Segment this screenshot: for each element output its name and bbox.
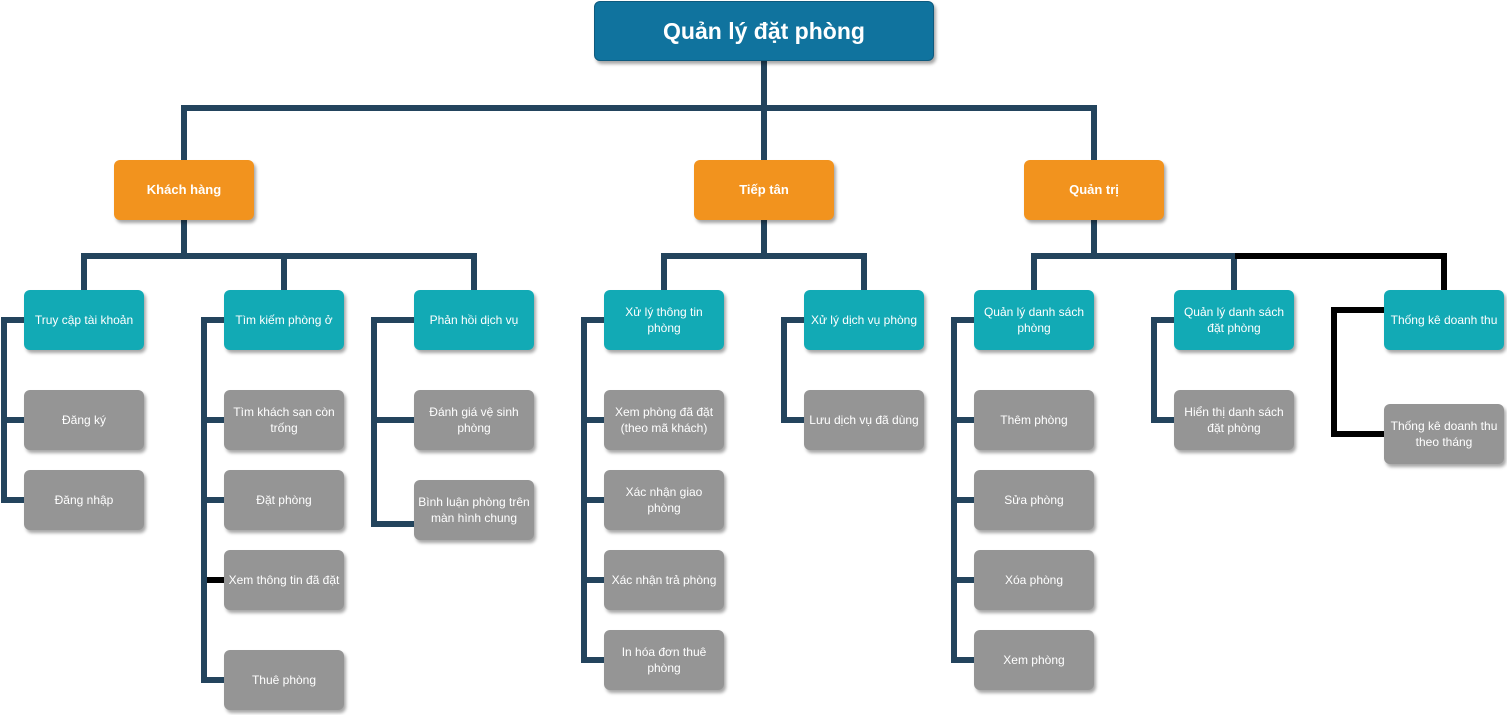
leaf-binh-luan-phong: Bình luận phòng trên màn hình chung [414, 480, 534, 540]
leaf-danh-gia-ve-sinh-phong: Đánh giá vệ sinh phòng [414, 390, 534, 450]
connector-root-to-roles [181, 58, 1097, 163]
leaf-xoa-phong: Xóa phòng [974, 550, 1094, 610]
connector-quan-tri-functions [1031, 217, 1241, 293]
connector-tiep-tan-functions [661, 217, 867, 293]
role-tiep-tan: Tiếp tân [694, 160, 834, 220]
function-truy-cap-tai-khoan: Truy cập tài khoản [24, 290, 144, 350]
leaf-thue-phong: Thuê phòng [224, 650, 344, 710]
function-thong-ke-doanh-thu: Thống kê doanh thu [1384, 290, 1504, 350]
function-xu-ly-thong-tin-phong: Xử lý thông tin phòng [604, 290, 724, 350]
connector-ql-dat-phong-children [1151, 317, 1177, 423]
leaf-xac-nhan-giao-phong: Xác nhận giao phòng [604, 470, 724, 530]
connector-truy-cap-children [1, 317, 27, 503]
role-khach-hang: Khách hàng [114, 160, 254, 220]
leaf-in-hoa-don-thue-phong: In hóa đơn thuê phòng [604, 630, 724, 690]
function-quan-ly-danh-sach-phong: Quản lý danh sách phòng [974, 290, 1094, 350]
leaf-dang-nhap: Đăng nhập [24, 470, 144, 530]
role-quan-tri: Quản trị [1024, 160, 1164, 220]
function-tim-kiem-phong-o: Tìm kiếm phòng ở [224, 290, 344, 350]
connector-phan-hoi-children [371, 317, 417, 527]
leaf-dat-phong: Đặt phòng [224, 470, 344, 530]
leaf-hien-thi-danh-sach-dat-phong: Hiển thị danh sách đặt phòng [1174, 390, 1294, 450]
leaf-xem-thong-tin-da-dat: Xem thông tin đã đặt [224, 550, 344, 610]
connector-xu-ly-dich-vu-children [781, 317, 807, 423]
function-xu-ly-dich-vu-phong: Xử lý dịch vụ phòng [804, 290, 924, 350]
leaf-xem-phong-da-dat: Xem phòng đã đặt (theo mã khách) [604, 390, 724, 450]
function-phan-hoi-dich-vu: Phản hồi dịch vụ [414, 290, 534, 350]
connector-thong-ke-children [1331, 307, 1387, 437]
leaf-luu-dich-vu-da-dung: Lưu dịch vụ đã dùng [804, 390, 924, 450]
connector-xu-ly-thong-tin-children [581, 317, 607, 663]
function-quan-ly-danh-sach-dat-phong: Quản lý danh sách đặt phòng [1174, 290, 1294, 350]
leaf-xem-phong: Xem phòng [974, 630, 1094, 690]
connector-khach-hang-functions [81, 217, 477, 293]
connector-ql-phong-children [951, 317, 977, 663]
leaf-sua-phong: Sửa phòng [974, 470, 1094, 530]
leaf-tim-khach-san-con-trong: Tìm khách sạn còn trống [224, 390, 344, 450]
connector-tim-kiem-children [201, 317, 227, 683]
leaf-xac-nhan-tra-phong: Xác nhận trả phòng [604, 550, 724, 610]
leaf-dang-ky: Đăng ký [24, 390, 144, 450]
leaf-thong-ke-doanh-thu-theo-thang: Thống kê doanh thu theo tháng [1384, 404, 1504, 464]
leaf-them-phong: Thêm phòng [974, 390, 1094, 450]
root-node: Quản lý đặt phòng [594, 1, 934, 61]
connector-quan-tri-thong-ke [1235, 253, 1447, 293]
